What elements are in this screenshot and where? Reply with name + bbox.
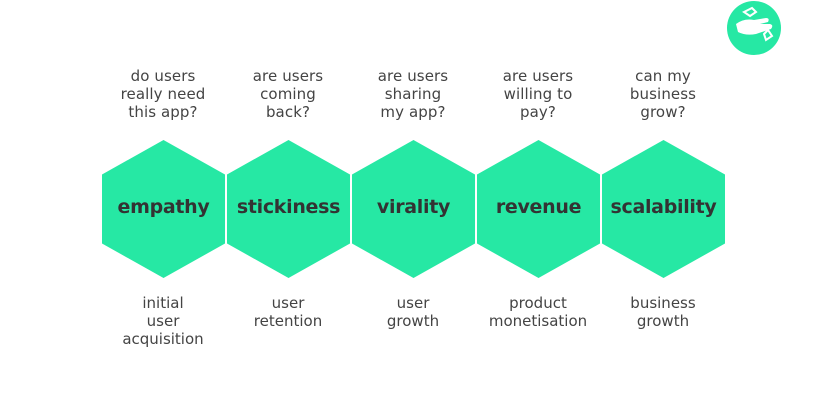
hexagon-title: scalability — [610, 196, 717, 218]
hexagon-shape — [602, 140, 725, 278]
hexagon-shape — [477, 140, 600, 278]
caption-revenue: product monetisation — [488, 294, 588, 330]
caption-stickiness: user retention — [253, 294, 323, 330]
question-revenue: are users willing to pay? — [502, 67, 574, 121]
hexagon-title: stickiness — [236, 196, 341, 218]
hexagon-virality: virality — [352, 140, 475, 278]
question-stickiness: are users coming back? — [252, 67, 324, 121]
hexagon-revenue: revenue — [477, 140, 600, 278]
question-scalability: can my business grow? — [629, 67, 697, 121]
caption-virality: user growth — [386, 294, 440, 330]
hexagon-stickiness: stickiness — [227, 140, 350, 278]
hexagon-title: virality — [376, 196, 451, 218]
hexagon-scalability: scalability — [602, 140, 725, 278]
hexagon-title: empathy — [117, 196, 210, 218]
hexagon-title: revenue — [495, 196, 582, 218]
caption-empathy: initial user acquisition — [122, 294, 204, 348]
question-empathy: do users really need this app? — [120, 67, 206, 121]
hexagon-shape — [352, 140, 475, 278]
hexagon-shape — [227, 140, 350, 278]
caption-scalability: business growth — [630, 294, 696, 330]
question-virality: are users sharing my app? — [377, 67, 449, 121]
hexagon-shape — [102, 140, 225, 278]
hand-logo-icon — [727, 1, 781, 55]
hexagon-empathy: empathy — [102, 140, 225, 278]
